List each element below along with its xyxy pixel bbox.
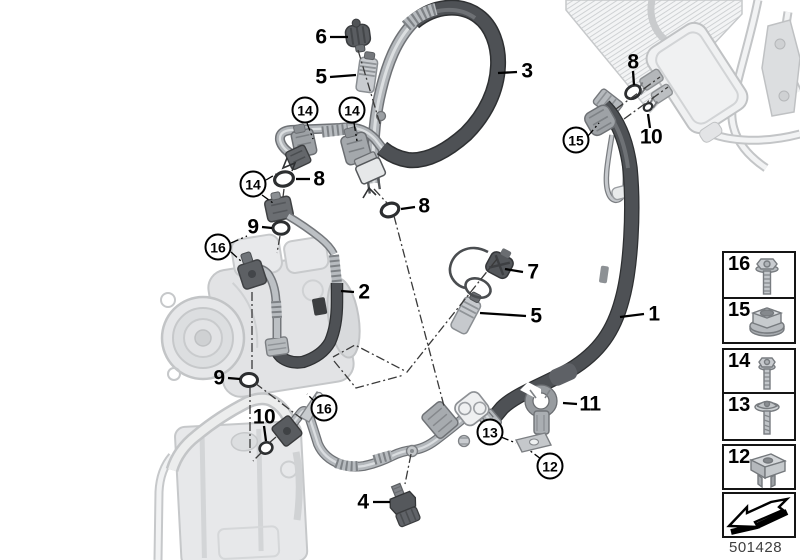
callout-1[interactable]: 1 — [648, 302, 660, 326]
callout-7[interactable]: 7 — [527, 260, 539, 284]
callout-3[interactable]: 3 — [521, 59, 533, 83]
callout-leader-lines — [227, 35, 652, 504]
leader-16a — [230, 235, 248, 244]
direction-of-travel-arrow — [722, 492, 796, 538]
bolt-icon — [758, 357, 776, 390]
legend-item-16[interactable]: 16 — [722, 251, 796, 299]
hose3-connector — [353, 151, 387, 194]
leader-14b — [353, 122, 358, 142]
callout-16b[interactable]: 16 — [310, 394, 338, 422]
legend-item-label: 14 — [728, 350, 751, 372]
callout-14c[interactable]: 14 — [239, 170, 267, 198]
leader-9a — [261, 225, 273, 230]
leader-11 — [562, 401, 578, 406]
legend-item-label: 13 — [728, 394, 751, 416]
callout-12[interactable]: 12 — [536, 452, 564, 480]
legend-item-label: 16 — [728, 253, 751, 275]
callout-9a[interactable]: 9 — [247, 215, 259, 239]
leader-14c — [261, 194, 274, 204]
legend-item-label: 12 — [728, 446, 751, 468]
reservoir-background — [153, 392, 309, 560]
callout-9b[interactable]: 9 — [213, 366, 225, 390]
installed-clamp — [454, 391, 490, 427]
leader-14a — [306, 122, 314, 140]
callout-10a[interactable]: 10 — [639, 125, 663, 149]
leader-5a — [329, 73, 357, 79]
leader-3 — [497, 70, 518, 75]
diagram-number: 501428 — [729, 539, 783, 556]
lower-pipe-assembly — [271, 391, 494, 472]
callout-8a[interactable]: 8 — [313, 167, 325, 191]
legend-item-13[interactable]: 13 — [722, 392, 796, 441]
legend-item-label: 15 — [728, 299, 751, 321]
leader-8c — [400, 205, 416, 211]
suction-hose-3 — [274, 0, 507, 194]
leader-9b — [227, 376, 241, 381]
callout-11[interactable]: 11 — [579, 392, 601, 416]
condenser-background — [565, 0, 800, 172]
flange-nut-icon — [749, 307, 785, 337]
leader-10b — [262, 425, 268, 442]
pipe-end-fitting — [284, 144, 312, 171]
legend-item-15[interactable]: 15 — [722, 297, 796, 344]
leader-10a — [646, 113, 652, 129]
callout-14b[interactable]: 14 — [338, 96, 366, 124]
callout-13[interactable]: 13 — [476, 418, 504, 446]
drain-valve-4 — [389, 482, 421, 528]
o-rings — [239, 83, 654, 455]
callout-15[interactable]: 15 — [562, 126, 590, 154]
leader-14c — [265, 173, 277, 181]
callout-8b[interactable]: 8 — [627, 50, 639, 74]
callout-4[interactable]: 4 — [357, 490, 369, 514]
leader-5b — [479, 311, 527, 318]
direction-arrow-icon — [726, 497, 791, 535]
callout-10b[interactable]: 10 — [252, 405, 276, 429]
cap-6 — [344, 18, 372, 53]
clip-nut-icon — [749, 453, 787, 489]
leader-2 — [340, 289, 355, 294]
pipe-clamp-11 — [514, 382, 558, 453]
callout-6[interactable]: 6 — [315, 25, 327, 49]
callout-8c[interactable]: 8 — [418, 194, 430, 218]
callout-14a[interactable]: 14 — [291, 96, 319, 124]
legend-item-12[interactable]: 12 — [722, 444, 796, 490]
callout-2[interactable]: 2 — [358, 280, 370, 304]
flange-bolt-icon — [755, 258, 779, 295]
clamp-15 — [584, 104, 617, 137]
leader-7 — [504, 267, 524, 274]
callout-16a[interactable]: 16 — [204, 233, 232, 261]
legend-item-14[interactable]: 14 — [722, 348, 796, 394]
leader-16a — [230, 251, 243, 263]
leader-8b — [631, 70, 636, 86]
washer-screw-icon — [754, 400, 780, 435]
leader-13 — [500, 436, 517, 444]
callout-5a[interactable]: 5 — [315, 65, 327, 89]
construction-lines — [249, 49, 669, 485]
hose-2 — [237, 191, 344, 369]
cap-7 — [448, 246, 514, 299]
joint-marks — [281, 157, 377, 199]
callout-5b[interactable]: 5 — [530, 304, 542, 328]
leader-1 — [619, 312, 645, 319]
service-valve-5a — [355, 51, 379, 94]
leader-15 — [587, 122, 600, 137]
